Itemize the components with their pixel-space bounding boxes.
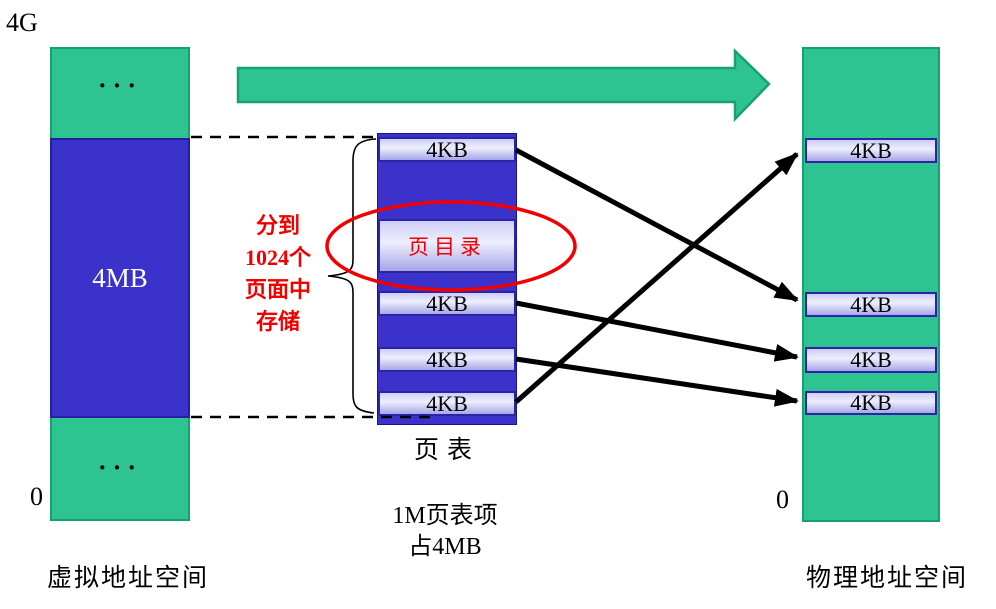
page-table-entry-3: 4KB bbox=[378, 347, 516, 372]
page-table-body bbox=[377, 133, 517, 425]
virtual-bottom-address-label: 0 bbox=[30, 482, 43, 511]
size-note-line-1: 1M页表项 bbox=[392, 503, 498, 529]
page-table-entry-2: 4KB bbox=[378, 291, 516, 316]
physical-frame-3: 4KB bbox=[805, 390, 937, 415]
note-line-1: 分到 bbox=[255, 213, 300, 238]
physical-address-space-caption: 物理地址空间 bbox=[805, 565, 968, 592]
page-table-size-note: 1M页表项 占4MB bbox=[345, 501, 545, 563]
physical-address-space-bar bbox=[802, 47, 940, 522]
virtual-4mb-block-label: 4MB bbox=[92, 262, 148, 293]
arrow-entry3-to-frame3 bbox=[515, 356, 799, 407]
note-line-2: 1024个 bbox=[244, 245, 311, 270]
split-into-1024-pages-note: 分到 1024个 页面中 存储 bbox=[217, 210, 339, 338]
physical-frame-2: 4KB bbox=[805, 347, 937, 373]
page-table-entry-1-page-directory: 页目录 bbox=[378, 219, 516, 273]
arrow-entry4-to-frame0 bbox=[514, 152, 799, 404]
virtual-address-space-caption: 虚拟地址空间 bbox=[46, 565, 209, 592]
virtual-ellipsis-bottom: ··· bbox=[97, 453, 142, 482]
physical-frame-0: 4KB bbox=[805, 138, 937, 163]
page-table-entry-4: 4KB bbox=[378, 391, 516, 416]
virtual-ellipsis-top: ··· bbox=[97, 71, 142, 100]
page-table-caption: 页表 bbox=[413, 437, 480, 464]
size-note-line-2: 占4MB bbox=[408, 534, 482, 560]
arrow-entry2-to-frame2 bbox=[515, 300, 799, 362]
physical-frame-1: 4KB bbox=[805, 292, 937, 317]
physical-bottom-address-label: 0 bbox=[776, 485, 789, 514]
virtual-4mb-block: 4MB bbox=[50, 138, 190, 418]
note-line-3: 页面中 bbox=[244, 277, 311, 302]
arrow-entry0-to-frame1 bbox=[514, 147, 799, 303]
virtual-top-address-label: 4G bbox=[6, 8, 38, 37]
translation-flow-arrow bbox=[236, 48, 771, 123]
note-line-4: 存储 bbox=[255, 309, 300, 334]
page-table-entry-0: 4KB bbox=[378, 137, 516, 162]
